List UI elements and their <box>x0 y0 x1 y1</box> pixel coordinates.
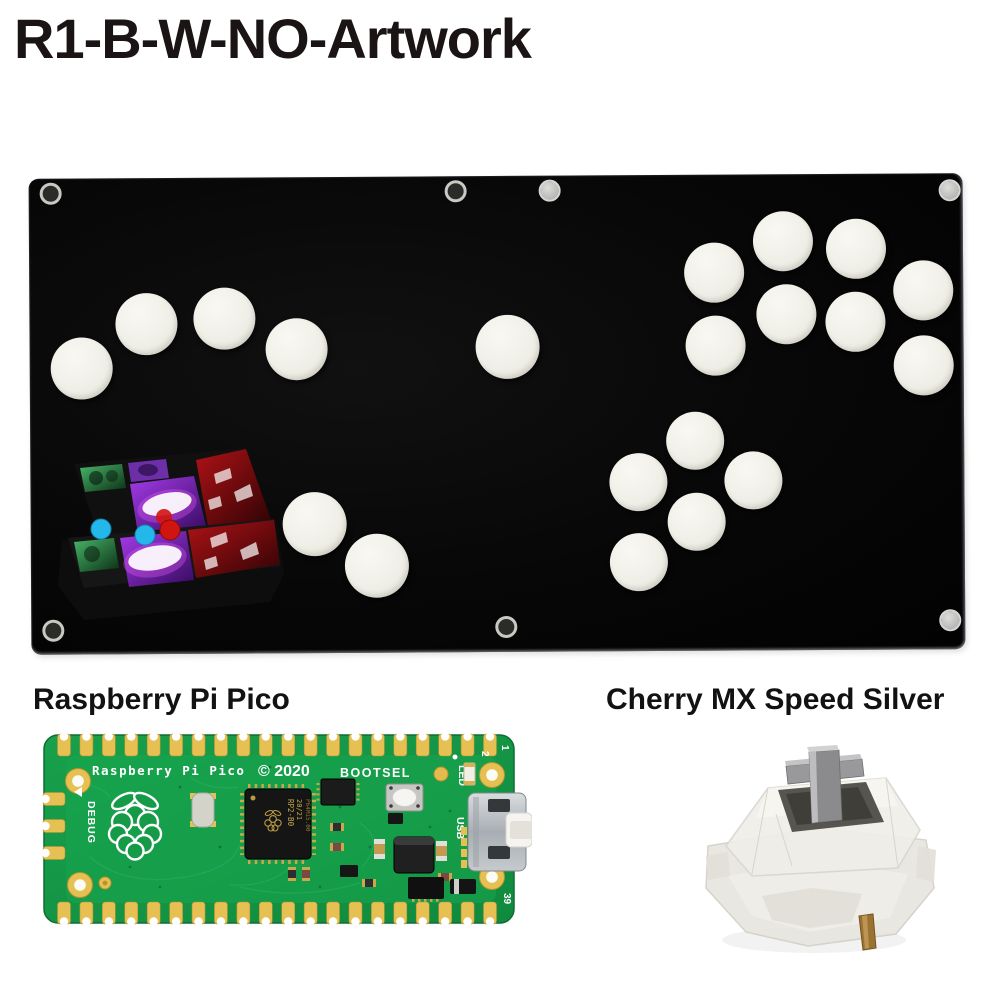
chip-raspberry-logo <box>264 809 282 832</box>
castellated-pins <box>41 732 497 926</box>
panel-button <box>667 492 726 551</box>
panel-button <box>344 533 410 598</box>
chip-marking: RP2-B0 <box>286 799 295 827</box>
switch-pin <box>858 913 877 951</box>
panel-button <box>265 318 328 381</box>
product-title: R1-B-W-NO-Artwork <box>14 7 532 70</box>
debug-arrow-icon <box>74 787 82 797</box>
panel-button <box>825 291 886 352</box>
red-button <box>159 519 181 541</box>
blue-button <box>90 518 112 540</box>
pin-1-label: 1 <box>499 745 510 751</box>
screw-hole <box>938 179 961 202</box>
panel-button <box>752 211 814 272</box>
screw-hole <box>444 180 467 203</box>
chip-marking: 20/21 <box>295 799 303 820</box>
micro-usb-port <box>461 792 532 872</box>
blue-button <box>134 524 156 546</box>
pcb-vias <box>128 765 452 889</box>
bootsel-button <box>385 783 424 812</box>
rp2040-chip: RP2-B0 20/21 P64M15.00 <box>240 784 316 864</box>
panel-button <box>609 532 669 592</box>
gold-test-pad <box>433 766 449 782</box>
bootsel-label: BOOTSEL <box>340 766 411 780</box>
crystal-oscillator <box>190 792 216 828</box>
screw-hole <box>939 609 962 632</box>
front-controller <box>58 509 284 620</box>
panel-button <box>893 335 954 396</box>
led <box>463 762 476 786</box>
panel-button <box>893 260 954 321</box>
panel-button <box>825 218 887 279</box>
panel-button <box>475 314 540 380</box>
screw-hole <box>495 615 518 639</box>
panel-button <box>115 292 178 356</box>
pico-label: Raspberry Pi Pico <box>33 683 290 716</box>
panel-button <box>683 242 745 303</box>
debug-label: DEBUG <box>85 801 97 844</box>
flash-chip <box>316 778 360 806</box>
panel-button <box>665 411 725 470</box>
power-circuitry <box>393 836 476 902</box>
cherry-mx-switch <box>705 745 936 953</box>
panel-button <box>193 287 256 350</box>
screw-hole <box>39 182 62 205</box>
passive-components <box>288 813 452 887</box>
pin-39-label: 39 <box>501 893 512 905</box>
screw-hole <box>538 179 561 202</box>
raspberry-pi-pico-board: Raspberry Pi Pico © 2020 RP2-B0 20/21 P6… <box>41 732 532 926</box>
chip-marking: P64M15.00 <box>304 799 311 832</box>
pin-2-label: 2 <box>479 751 490 757</box>
silkscreen-title: Raspberry Pi Pico <box>92 763 245 778</box>
panel-button <box>756 284 817 345</box>
panel-button <box>50 337 113 400</box>
assembled-controllers-photo <box>58 448 284 620</box>
panel-button <box>609 452 668 512</box>
pcb-traces <box>65 776 375 894</box>
switch-label: Cherry MX Speed Silver <box>606 683 945 716</box>
panel-button <box>282 491 347 557</box>
raspberry-pi-logo <box>107 791 163 861</box>
silkscreen-copyright: © 2020 <box>258 763 310 780</box>
back-controller <box>74 448 272 540</box>
panel-button <box>724 451 783 510</box>
panel-button <box>685 315 746 376</box>
switch-stem <box>785 745 865 824</box>
